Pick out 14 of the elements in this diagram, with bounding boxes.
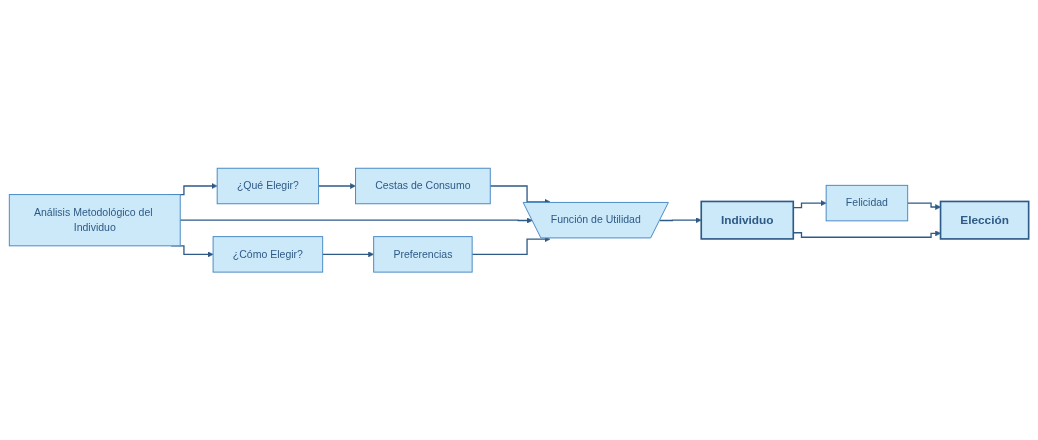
arrow <box>659 217 702 223</box>
node-box: ¿Qué Elegir? <box>216 167 320 205</box>
arrow <box>322 251 374 258</box>
arrow <box>471 236 551 255</box>
node-box: ¿Cómo Elegir? <box>212 235 324 273</box>
arrow <box>317 182 356 189</box>
node-box: Elección <box>939 200 1030 240</box>
arrow <box>907 202 941 210</box>
node-box: Cestas de Consumo <box>355 167 491 205</box>
node-box: Individuo <box>700 200 795 240</box>
node-box: Preferencias <box>373 235 473 273</box>
node-box: Análisis Metodológico del Individuo <box>8 193 181 247</box>
arrow <box>179 217 533 224</box>
node-box: Felicidad <box>825 184 909 222</box>
